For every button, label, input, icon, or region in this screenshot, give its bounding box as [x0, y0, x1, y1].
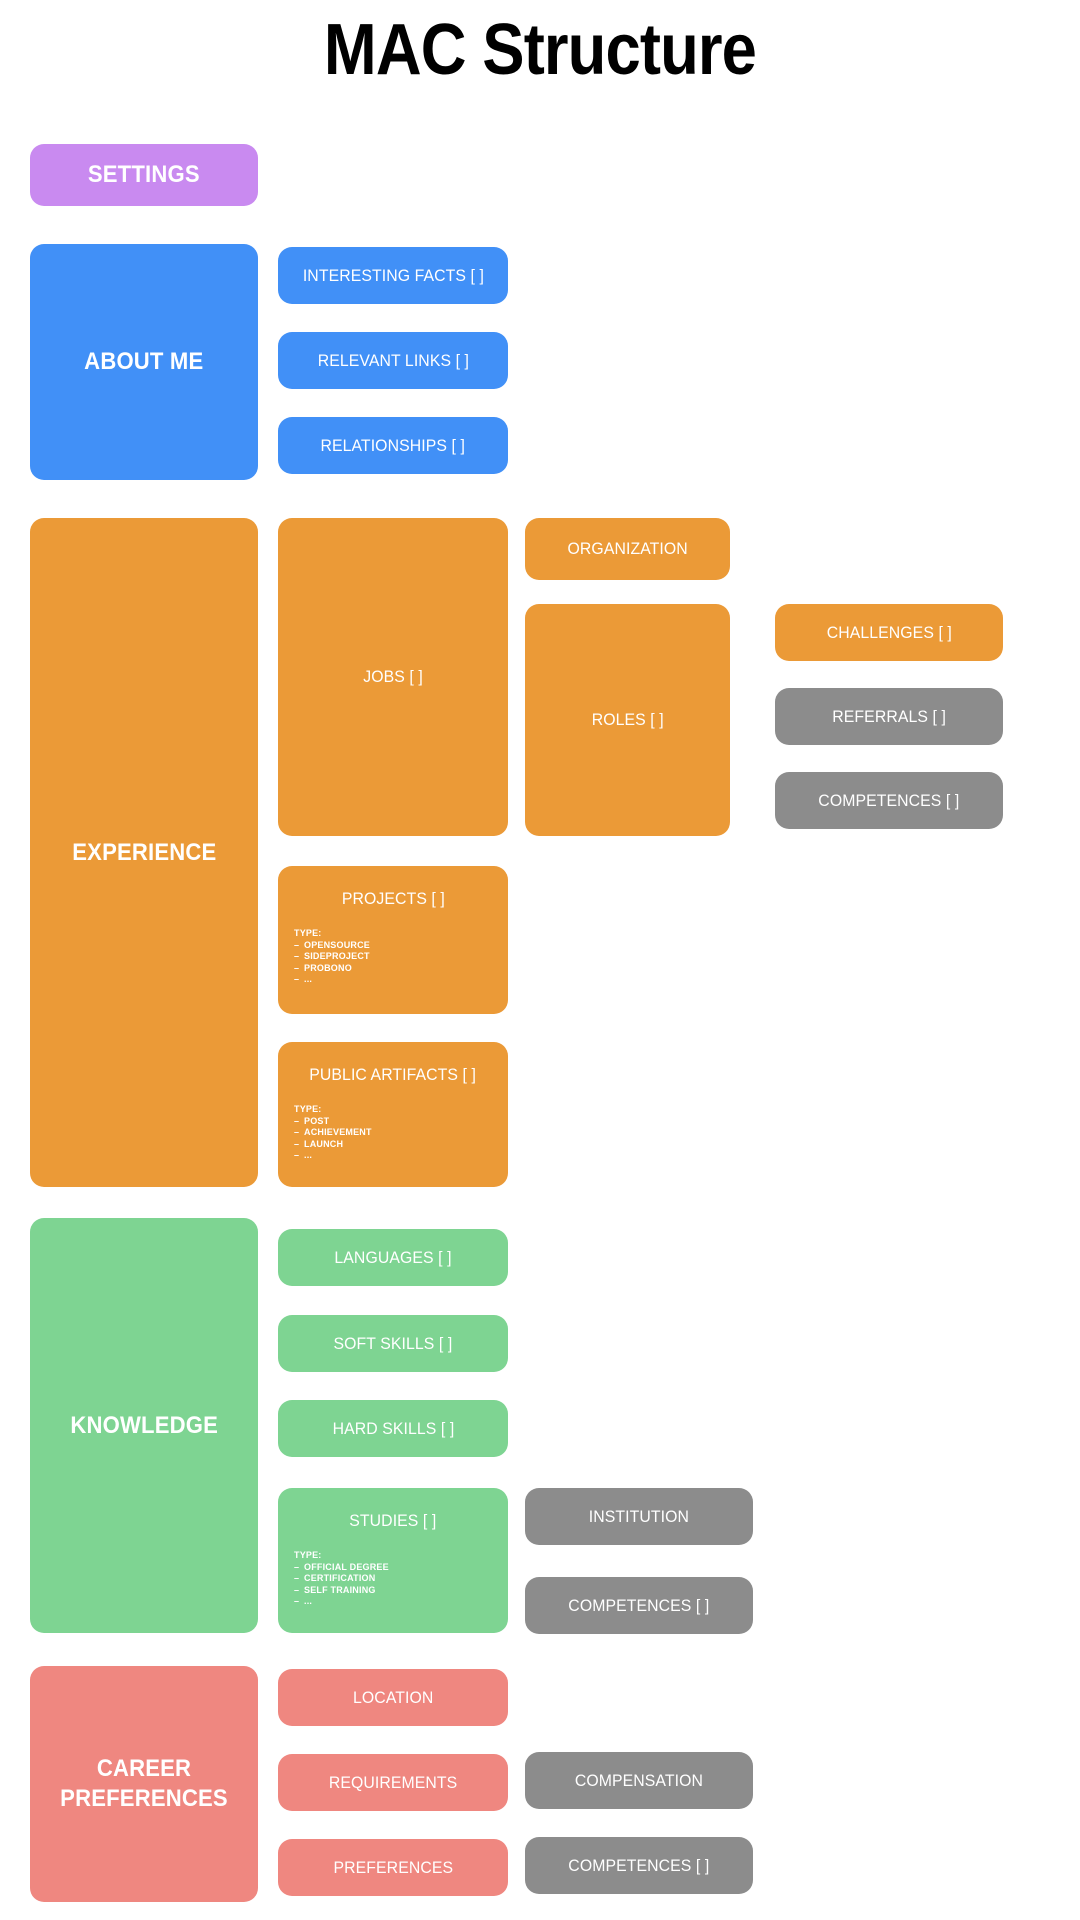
- node-interesting-facts-label: INTERESTING FACTS [ ]: [302, 265, 484, 285]
- type-item: –SELF TRAINING: [294, 1584, 376, 1595]
- node-relevant-links[interactable]: RELEVANT LINKS [ ]: [278, 332, 508, 389]
- type-heading: TYPE:: [294, 1550, 322, 1560]
- node-referrals-label: REFERRALS [ ]: [832, 706, 946, 726]
- node-career-preferences-label: CAREER PREFERENCES: [60, 1755, 228, 1812]
- node-public-artifacts-label: PUBLIC ARTIFACTS [ ]: [309, 1065, 477, 1084]
- node-institution[interactable]: INSTITUTION: [525, 1488, 753, 1545]
- node-career-preferences[interactable]: CAREER PREFERENCES: [30, 1666, 258, 1902]
- node-knowledge-competences[interactable]: COMPETENCES [ ]: [525, 1577, 753, 1634]
- type-item: –POST: [294, 1115, 330, 1126]
- type-item: –LAUNCH: [294, 1138, 344, 1149]
- node-soft-skills-label: SOFT SKILLS [ ]: [333, 1333, 453, 1353]
- node-career-competences-label: COMPETENCES [ ]: [568, 1855, 710, 1875]
- page-title: MAC Structure: [323, 10, 757, 90]
- node-languages-label: LANGUAGES [ ]: [334, 1247, 452, 1267]
- node-jobs[interactable]: JOBS [ ]: [278, 518, 508, 836]
- node-relationships[interactable]: RELATIONSHIPS [ ]: [278, 417, 508, 474]
- node-knowledge-competences-label: COMPETENCES [ ]: [568, 1595, 710, 1615]
- node-studies[interactable]: STUDIES [ ] TYPE: –OFFICIAL DEGREE –CERT…: [278, 1488, 508, 1633]
- node-about-me[interactable]: ABOUT ME: [30, 244, 258, 480]
- node-public-artifacts-type-list: TYPE: –POST –ACHIEVEMENT –LAUNCH –...: [278, 1104, 508, 1162]
- node-interesting-facts[interactable]: INTERESTING FACTS [ ]: [278, 247, 508, 304]
- node-experience-competences-label: COMPETENCES [ ]: [818, 790, 960, 810]
- node-location-label: LOCATION: [352, 1687, 434, 1707]
- node-hard-skills[interactable]: HARD SKILLS [ ]: [278, 1400, 508, 1457]
- node-projects[interactable]: PROJECTS [ ] TYPE: –OPENSOURCE –SIDEPROJ…: [278, 866, 508, 1014]
- node-compensation-label: COMPENSATION: [574, 1770, 704, 1790]
- type-item: –PROBONO: [294, 962, 352, 973]
- node-relationships-label: RELATIONSHIPS [ ]: [320, 435, 466, 455]
- node-studies-type-list: TYPE: –OFFICIAL DEGREE –CERTIFICATION –S…: [278, 1550, 508, 1608]
- node-settings-label: SETTINGS: [88, 161, 200, 188]
- node-location[interactable]: LOCATION: [278, 1669, 508, 1726]
- node-roles[interactable]: ROLES [ ]: [525, 604, 730, 836]
- node-preferences[interactable]: PREFERENCES: [278, 1839, 508, 1896]
- node-settings[interactable]: SETTINGS: [30, 144, 258, 206]
- node-knowledge[interactable]: KNOWLEDGE: [30, 1218, 258, 1633]
- node-about-me-label: ABOUT ME: [84, 348, 204, 375]
- node-compensation[interactable]: COMPENSATION: [525, 1752, 753, 1809]
- node-soft-skills[interactable]: SOFT SKILLS [ ]: [278, 1315, 508, 1372]
- node-referrals[interactable]: REFERRALS [ ]: [775, 688, 1003, 745]
- node-requirements-label: REQUIREMENTS: [328, 1772, 458, 1792]
- node-institution-label: INSTITUTION: [588, 1506, 690, 1526]
- node-projects-label: PROJECTS [ ]: [341, 889, 445, 908]
- node-experience-competences[interactable]: COMPETENCES [ ]: [775, 772, 1003, 829]
- type-item: –OPENSOURCE: [294, 939, 371, 950]
- type-item: –...: [294, 1596, 313, 1606]
- node-roles-label: ROLES [ ]: [591, 710, 664, 729]
- node-challenges[interactable]: CHALLENGES [ ]: [775, 604, 1003, 661]
- type-heading: TYPE:: [294, 1104, 322, 1114]
- node-hard-skills-label: HARD SKILLS [ ]: [332, 1418, 454, 1438]
- node-public-artifacts[interactable]: PUBLIC ARTIFACTS [ ] TYPE: –POST –ACHIEV…: [278, 1042, 508, 1187]
- type-item: –...: [294, 974, 313, 984]
- node-experience-label: EXPERIENCE: [71, 838, 217, 866]
- node-projects-type-list: TYPE: –OPENSOURCE –SIDEPROJECT –PROBONO …: [278, 928, 508, 986]
- type-item: –SIDEPROJECT: [294, 951, 370, 961]
- node-relevant-links-label: RELEVANT LINKS [ ]: [317, 350, 469, 370]
- type-item: –...: [294, 1150, 313, 1160]
- node-career-competences[interactable]: COMPETENCES [ ]: [525, 1837, 753, 1894]
- node-knowledge-label: KNOWLEDGE: [70, 1411, 218, 1439]
- type-heading: TYPE:: [294, 928, 322, 938]
- node-studies-label: STUDIES [ ]: [349, 1511, 437, 1530]
- node-challenges-label: CHALLENGES [ ]: [826, 622, 952, 642]
- node-jobs-label: JOBS [ ]: [363, 667, 423, 686]
- node-organization-label: ORGANIZATION: [567, 539, 688, 558]
- node-organization[interactable]: ORGANIZATION: [525, 518, 730, 580]
- type-item: –CERTIFICATION: [294, 1573, 376, 1583]
- type-item: –OFFICIAL DEGREE: [294, 1561, 389, 1572]
- node-languages[interactable]: LANGUAGES [ ]: [278, 1229, 508, 1286]
- node-experience[interactable]: EXPERIENCE: [30, 518, 258, 1187]
- node-preferences-label: PREFERENCES: [333, 1857, 453, 1877]
- type-item: –ACHIEVEMENT: [294, 1127, 372, 1137]
- node-requirements[interactable]: REQUIREMENTS: [278, 1754, 508, 1811]
